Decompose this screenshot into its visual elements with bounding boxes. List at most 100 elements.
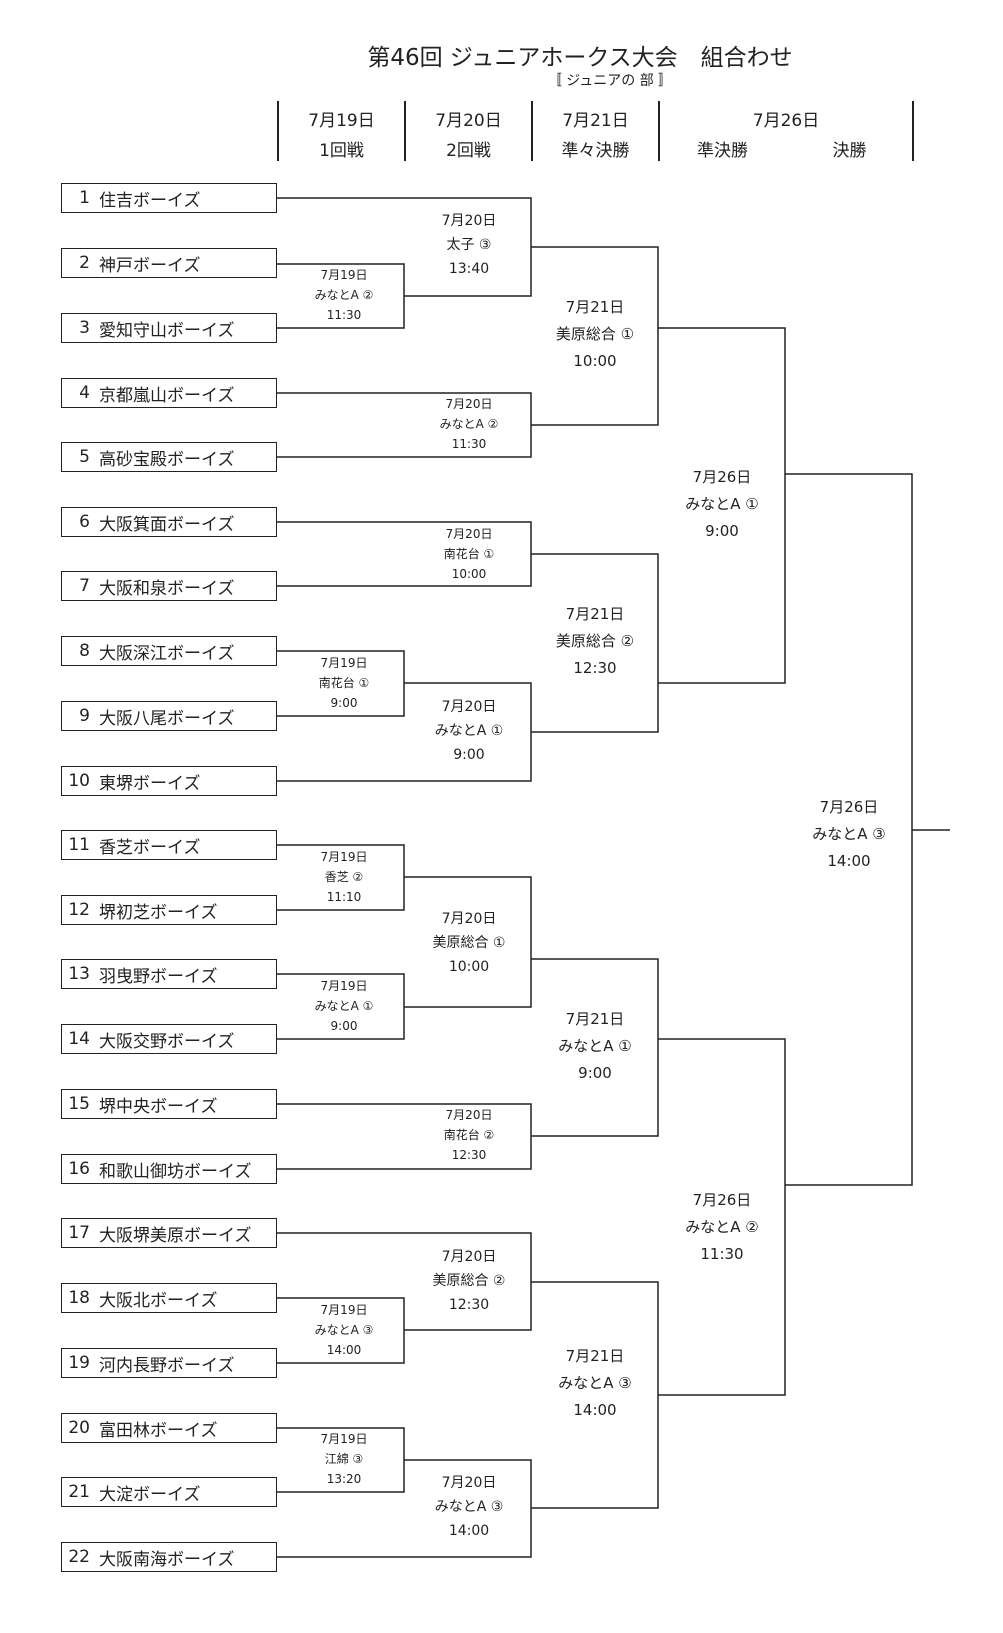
round-header-date: 7月21日 — [562, 111, 629, 131]
round-header-date: 7月20日 — [435, 111, 502, 131]
game-venue: 太子 ③ — [446, 237, 492, 253]
game-venue: みなとA ① — [434, 723, 504, 739]
team-box: 14 大阪交野ボーイズ — [61, 1024, 277, 1054]
game-time: 14:00 — [326, 1343, 362, 1357]
team-name: 河内長野ボーイズ — [99, 1355, 235, 1376]
team-name: 富田林ボーイズ — [99, 1420, 218, 1441]
game-date: 7月26日 — [692, 1191, 752, 1209]
header-divider — [404, 101, 406, 161]
team-name: 大阪交野ボーイズ — [99, 1031, 235, 1052]
team-name: 大阪和泉ボーイズ — [99, 578, 235, 599]
round-header-round: 決勝 — [832, 141, 867, 161]
header-divider — [277, 101, 279, 161]
team-number: 14 — [68, 1029, 90, 1049]
game-date: 7月19日 — [320, 268, 368, 282]
team-name: 東堺ボーイズ — [99, 773, 201, 794]
game-venue: みなとA ③ — [314, 1323, 374, 1337]
team-number: 20 — [68, 1418, 90, 1438]
game-time: 12:30 — [448, 1297, 490, 1313]
team-box: 20 富田林ボーイズ — [61, 1413, 277, 1443]
game-venue: 南花台 ① — [318, 676, 370, 690]
team-number: 4 — [79, 383, 90, 403]
game-date: 7月20日 — [445, 397, 493, 411]
game-info: 7月19日江綿 ③ 13:20 — [304, 1433, 384, 1493]
team-number: 3 — [79, 318, 90, 338]
game-venue: 美原総合 ① — [555, 325, 635, 343]
team-name: 神戸ボーイズ — [99, 255, 201, 276]
game-date: 7月19日 — [320, 1432, 368, 1446]
game-venue: みなとA ③ — [558, 1374, 632, 1392]
game-time: 13:20 — [326, 1472, 362, 1486]
game-date: 7月20日 — [441, 699, 497, 715]
team-number: 1 — [79, 188, 90, 208]
game-venue: みなとA ② — [314, 288, 374, 302]
round-header-date: 7月19日 — [308, 111, 375, 131]
team-name: 大阪深江ボーイズ — [99, 643, 235, 664]
game-date: 7月19日 — [320, 1303, 368, 1317]
game-date: 7月19日 — [320, 850, 368, 864]
game-venue: 美原総合 ② — [555, 632, 635, 650]
game-time: 9:00 — [330, 696, 358, 710]
round-header-date: 7月26日 — [752, 111, 820, 131]
round-header-round: 準決勝 — [697, 141, 748, 161]
game-date: 7月20日 — [441, 1249, 497, 1265]
team-number: 22 — [68, 1547, 90, 1567]
team-name: 香芝ボーイズ — [99, 837, 201, 858]
team-number: 13 — [68, 964, 90, 984]
game-venue: みなとA ③ — [812, 825, 886, 843]
team-number: 7 — [79, 576, 90, 596]
header-divider — [658, 101, 660, 161]
game-venue: 南花台 ② — [443, 1128, 495, 1142]
team-name: 堺中央ボーイズ — [99, 1096, 218, 1117]
game-venue: みなとA ③ — [434, 1499, 504, 1515]
game-time: 10:00 — [573, 352, 617, 370]
team-box: 7 大阪和泉ボーイズ — [61, 571, 277, 601]
game-time: 10:00 — [451, 567, 487, 581]
game-venue: 香芝 ② — [324, 870, 364, 884]
game-venue: 南花台 ① — [443, 547, 495, 561]
game-date: 7月20日 — [441, 1475, 497, 1491]
game-time: 9:00 — [453, 747, 485, 763]
header-divider — [912, 101, 914, 161]
team-name: 羽曳野ボーイズ — [99, 966, 218, 987]
game-time: 9:00 — [705, 522, 739, 540]
team-number: 6 — [79, 512, 90, 532]
game-date: 7月20日 — [441, 213, 497, 229]
game-venue: 江綿 ③ — [324, 1452, 364, 1466]
team-name: 堺初芝ボーイズ — [99, 902, 218, 923]
team-name: 高砂宝殿ボーイズ — [99, 449, 235, 470]
game-date: 7月20日 — [441, 911, 497, 927]
game-time: 14:00 — [573, 1401, 617, 1419]
team-name: 愛知守山ボーイズ — [99, 320, 235, 341]
game-info: 7月20日みなとA ① 9:00 — [421, 700, 517, 772]
game-venue: みなとA ② — [685, 1218, 759, 1236]
team-name: 京都嵐山ボーイズ — [99, 385, 235, 406]
header-divider — [531, 101, 533, 161]
round-header-round: 1回戦 — [319, 141, 364, 161]
game-time: 14:00 — [827, 852, 871, 870]
round-header-round: 2回戦 — [446, 141, 491, 161]
game-time: 11:30 — [700, 1245, 744, 1263]
page-title: 第46回 ジュニアホークス大会 組合わせ — [367, 45, 793, 71]
game-date: 7月19日 — [320, 656, 368, 670]
team-number: 12 — [68, 900, 90, 920]
game-date: 7月26日 — [692, 468, 752, 486]
game-info: 7月19日みなとA ③ 14:00 — [304, 1304, 384, 1364]
